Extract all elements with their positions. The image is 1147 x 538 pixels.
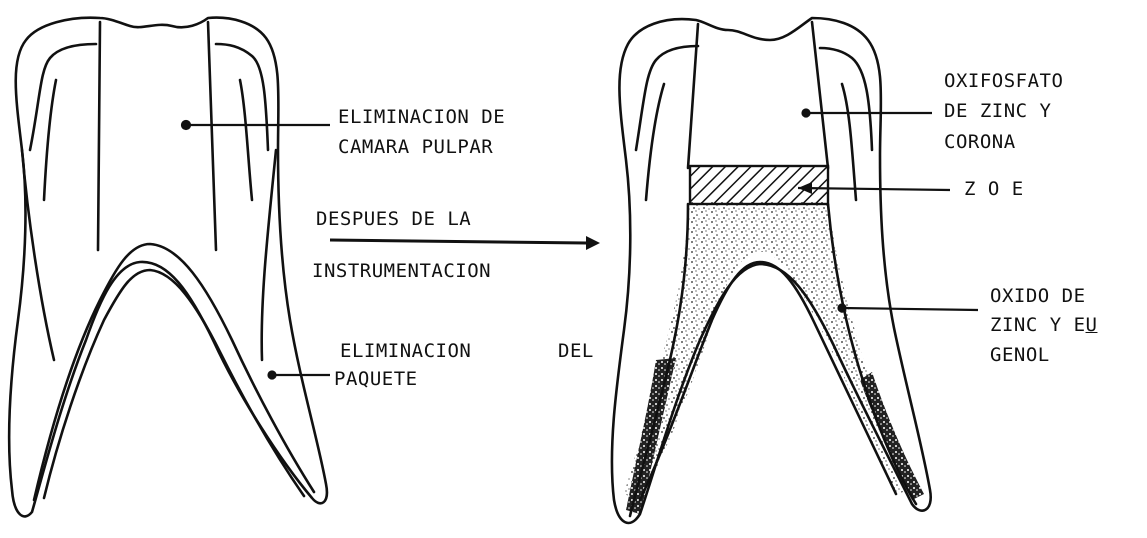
label-arrow-line1: DESPUES DE LA [316, 210, 471, 229]
label-arrow-line2: INSTRUMENTACION [312, 262, 491, 281]
label-oxido-line1: OXIDO DE [990, 287, 1086, 306]
label-zoe: Z O E [964, 180, 1024, 199]
left-canal-inner [44, 270, 304, 498]
label-oxifosfato-line2: DE ZINC Y [944, 102, 1051, 121]
label-paquete-line2: PAQUETE [334, 370, 418, 389]
middle-arrow [330, 236, 600, 250]
leader-oxido [842, 308, 978, 310]
label-paquete-line1-a: ELIMINACION [340, 342, 471, 361]
right-inner-left [646, 84, 664, 200]
label-oxido-line2: ZINC Y EU [990, 316, 1097, 335]
label-oxido-line2-a: ZINC Y E [990, 314, 1086, 336]
left-enamel-line [30, 44, 96, 150]
left-tooth [9, 18, 327, 517]
label-camara-line2: CAMARA PULPAR [338, 138, 493, 157]
left-inner-wall-right [240, 80, 252, 200]
right-enamel-line-left [636, 46, 698, 150]
right-chamber-wall-right [812, 22, 828, 168]
label-paquete-line1-b: DEL [558, 342, 594, 361]
right-tooth [612, 18, 931, 523]
label-oxifosfato-line1: OXIFOSFATO [944, 72, 1063, 91]
label-camara-line1: ELIMINACION DE [338, 108, 505, 127]
left-pulp-chamber-line-left [98, 22, 100, 250]
left-inner-wall-left [44, 80, 56, 200]
left-root-distal [262, 150, 276, 360]
left-leaders [182, 121, 330, 379]
left-pulp-chamber-line-right [208, 22, 216, 250]
left-root-mesial [22, 150, 54, 360]
label-oxido-line2-b: U [1086, 314, 1098, 336]
right-inner-right [842, 84, 856, 200]
left-tooth-outline [9, 18, 327, 517]
label-oxifosfato-line3: CORONA [944, 133, 1016, 152]
right-sealer-fill [624, 202, 910, 500]
label-oxido-line3: GENOL [990, 346, 1050, 365]
